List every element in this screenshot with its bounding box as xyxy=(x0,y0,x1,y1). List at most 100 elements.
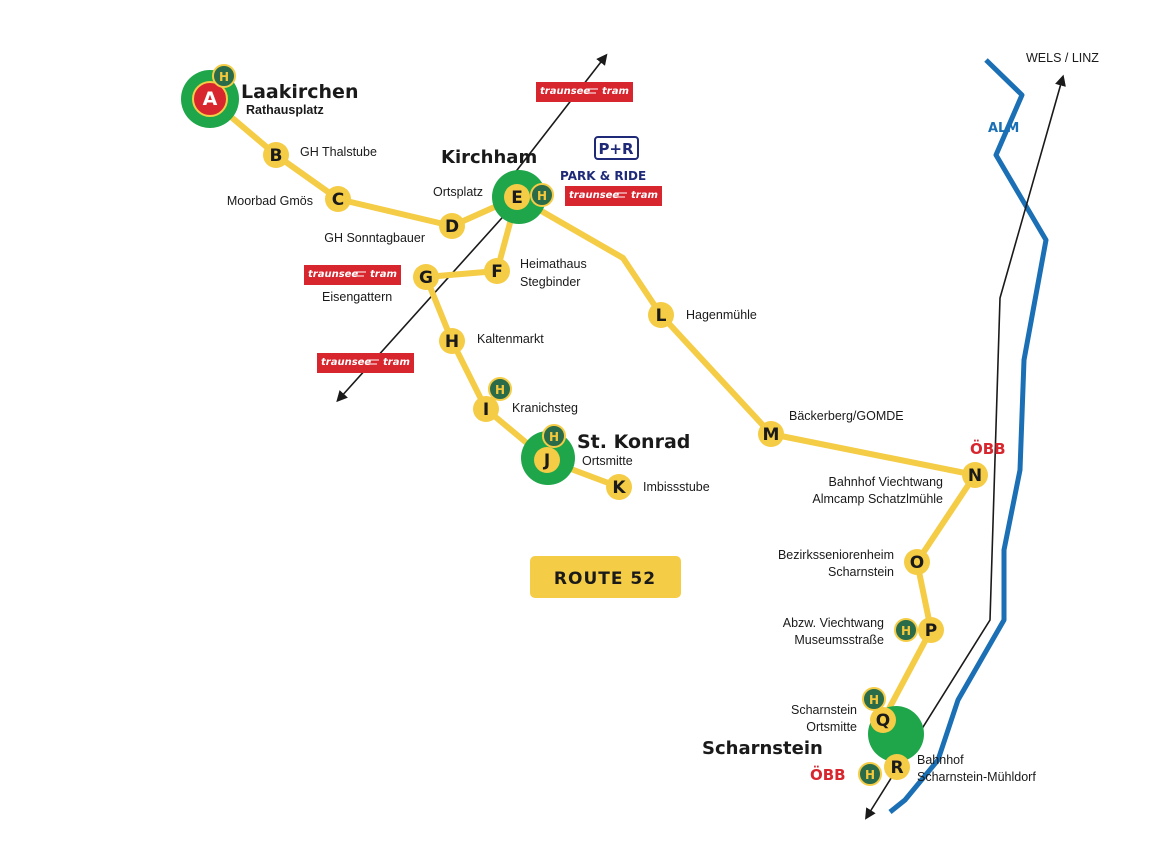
h-stop-icon: H xyxy=(488,377,512,401)
stop-a-sub: Rathausplatz xyxy=(246,103,324,117)
stop-e: E xyxy=(504,184,530,210)
svg-text:F: F xyxy=(491,262,503,282)
stop-a: A xyxy=(192,81,228,117)
svg-text:I: I xyxy=(483,400,489,420)
h-stop-icon: H xyxy=(542,424,566,448)
stop-o-sub: Scharnstein xyxy=(828,565,894,579)
h-stop-icon: H xyxy=(858,762,882,786)
stop-f-sub: Stegbinder xyxy=(520,275,580,289)
svg-text:traunsee: traunsee xyxy=(321,357,371,368)
stop-d-label: GH Sonntagbauer xyxy=(324,231,425,245)
stop-g: G xyxy=(413,264,439,290)
town-scharnstein-label: Scharnstein xyxy=(702,738,823,759)
tram-logo: traunsee tram xyxy=(536,82,633,102)
h-stop-icon: H xyxy=(894,618,918,642)
stop-p-sub: Museumsstraße xyxy=(794,633,884,647)
h-stop-icon: H xyxy=(862,687,886,711)
svg-text:ROUTE 52: ROUTE 52 xyxy=(554,569,656,589)
svg-text:H: H xyxy=(549,430,559,444)
svg-text:H: H xyxy=(445,332,459,352)
stop-n: N xyxy=(962,462,988,488)
stop-e-name: Kirchham xyxy=(441,147,537,168)
svg-text:C: C xyxy=(332,190,344,210)
stop-h-label: Kaltenmarkt xyxy=(477,332,544,346)
stop-n-label: Bahnhof Viechtwang xyxy=(829,475,943,489)
stop-r-label: Bahnhof xyxy=(917,753,964,767)
stop-p: P xyxy=(918,617,944,643)
route-badge: ROUTE 52 xyxy=(530,556,681,598)
svg-text:tram: tram xyxy=(383,357,410,368)
svg-text:PARK & RIDE: PARK & RIDE xyxy=(560,169,646,183)
river-label: ALM xyxy=(988,121,1019,136)
tram-line-north xyxy=(499,53,608,193)
stop-f: F xyxy=(484,258,510,284)
stop-q: Q xyxy=(870,707,896,733)
stop-r-sub: Scharnstein-Mühldorf xyxy=(917,770,1036,784)
stop-a-name: Laakirchen xyxy=(241,81,358,103)
svg-text:H: H xyxy=(495,383,505,397)
stop-p-label: Abzw. Viechtwang xyxy=(783,616,884,630)
svg-text:tram: tram xyxy=(631,190,658,201)
stop-j: J xyxy=(534,447,560,473)
stop-f-label: Heimathaus xyxy=(520,257,587,271)
svg-text:traunsee: traunsee xyxy=(540,86,590,97)
stop-k-label: Imbissstube xyxy=(643,480,710,494)
stop-m-label: Bäckerberg/GOMDE xyxy=(789,409,904,423)
stop-c: C xyxy=(325,186,351,212)
oebb-logo: ÖBB xyxy=(810,765,846,784)
svg-text:K: K xyxy=(612,478,626,498)
stop-m: M xyxy=(758,421,784,447)
h-stop-icon: H xyxy=(530,183,554,207)
svg-text:Q: Q xyxy=(876,711,890,731)
stop-q-sub: Ortsmitte xyxy=(806,720,857,734)
svg-text:R: R xyxy=(890,758,903,778)
stop-b-label: GH Thalstube xyxy=(300,145,377,159)
rail-destination-label: WELS / LINZ xyxy=(1026,51,1099,65)
svg-text:N: N xyxy=(968,466,982,486)
svg-text:B: B xyxy=(270,146,283,166)
svg-text:H: H xyxy=(869,693,879,707)
stop-b: B xyxy=(263,142,289,168)
stop-o: O xyxy=(904,549,930,575)
svg-text:A: A xyxy=(203,88,218,110)
svg-text:D: D xyxy=(445,217,459,237)
stop-i: I xyxy=(473,396,499,422)
stop-k: K xyxy=(606,474,632,500)
stop-l-label: Hagenmühle xyxy=(686,308,757,322)
stop-j-name: St. Konrad xyxy=(577,431,690,453)
stop-g-label: Eisengattern xyxy=(322,290,392,304)
svg-text:M: M xyxy=(763,425,780,445)
tram-logo: traunsee tram xyxy=(565,186,662,206)
park-ride-badge: P+R PARK & RIDE xyxy=(560,136,646,183)
alm-river xyxy=(888,58,1049,814)
stop-q-label: Scharnstein xyxy=(791,703,857,717)
svg-text:L: L xyxy=(656,306,667,326)
stop-n-sub: Almcamp Schatzlmühle xyxy=(812,492,943,506)
svg-text:H: H xyxy=(865,768,875,782)
stop-l: L xyxy=(648,302,674,328)
svg-text:P: P xyxy=(925,621,937,641)
stop-i-label: Kranichsteg xyxy=(512,401,578,415)
stop-h: H xyxy=(439,328,465,354)
svg-text:O: O xyxy=(910,553,924,573)
svg-text:traunsee: traunsee xyxy=(308,269,358,280)
svg-text:H: H xyxy=(537,189,547,203)
tram-logo: traunsee tram xyxy=(304,265,401,285)
h-stop-icon: H xyxy=(212,64,236,88)
stop-e-sub: Ortsplatz xyxy=(433,185,483,199)
svg-text:tram: tram xyxy=(602,86,629,97)
svg-text:E: E xyxy=(511,188,523,208)
stop-o-label: Bezirksseniorenheim xyxy=(778,548,894,562)
stop-d: D xyxy=(439,213,465,239)
stop-j-sub: Ortsmitte xyxy=(582,454,633,468)
tram-logo: traunsee tram xyxy=(317,353,414,373)
railway-wels-linz xyxy=(865,74,1066,820)
stop-r: R xyxy=(884,754,910,780)
svg-text:G: G xyxy=(419,268,433,288)
svg-text:tram: tram xyxy=(370,269,397,280)
oebb-logo: ÖBB xyxy=(970,439,1006,458)
stop-c-label: Moorbad Gmös xyxy=(227,194,313,208)
svg-text:H: H xyxy=(901,624,911,638)
svg-text:J: J xyxy=(543,451,550,471)
